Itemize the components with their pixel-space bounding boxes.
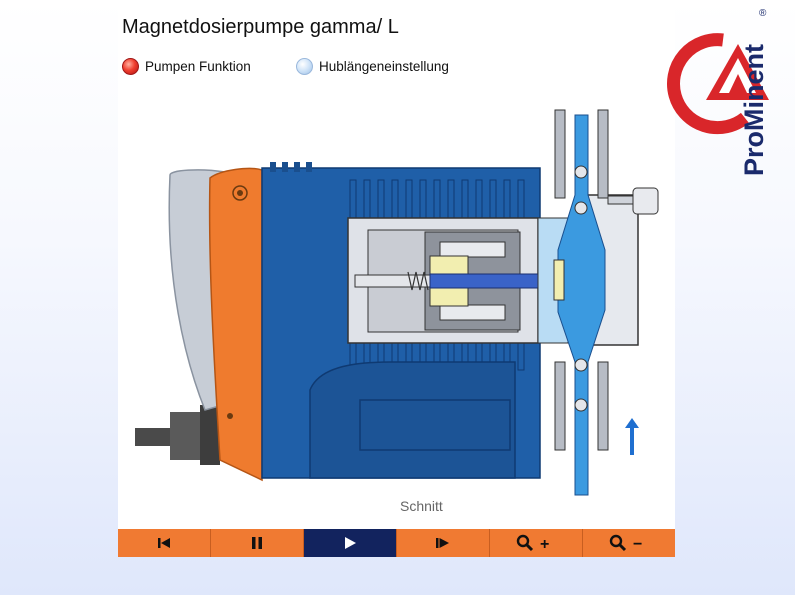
radio-unselected-icon: [296, 58, 313, 75]
zoom-in-button[interactable]: +: [490, 529, 583, 557]
play-icon: [345, 537, 356, 549]
pump-function-label: Pumpen Funktion: [145, 59, 251, 74]
zoom-in-label: +: [540, 536, 549, 552]
play-button[interactable]: [304, 529, 397, 557]
radio-selected-icon: [122, 58, 139, 75]
fluid-path: [557, 114, 606, 496]
vent-knob: [632, 187, 659, 215]
view-caption: Schnitt: [400, 498, 443, 514]
playback-toolbar: + −: [118, 529, 675, 557]
page-title: Magnetdosierpumpe gamma/ L: [122, 16, 399, 38]
electronics-housing: [309, 361, 516, 479]
prominent-logo: ProMinent ®: [667, 8, 769, 176]
zoom-in-icon: +: [516, 534, 549, 552]
skip-back-icon: [158, 538, 170, 548]
stroke-length-label: Hublängeneinstellung: [319, 59, 449, 74]
cable-gland: [170, 412, 200, 460]
zoom-out-label: −: [633, 536, 642, 552]
pump-cross-section: [135, 109, 659, 496]
stroke-length-option[interactable]: Hublängeneinstellung: [296, 58, 449, 75]
orange-housing: [208, 167, 263, 482]
skip-back-button[interactable]: [118, 529, 211, 557]
cable: [135, 428, 170, 446]
step-forward-icon: [436, 538, 449, 548]
pause-button[interactable]: [211, 529, 304, 557]
registered-mark: ®: [759, 8, 767, 19]
zoom-out-icon: −: [609, 534, 642, 552]
zoom-out-button[interactable]: −: [583, 529, 675, 557]
brand-wordmark: ProMinent: [739, 44, 769, 176]
pause-icon: [252, 537, 262, 549]
step-forward-button[interactable]: [397, 529, 490, 557]
pump-function-option[interactable]: Pumpen Funktion: [122, 58, 251, 75]
